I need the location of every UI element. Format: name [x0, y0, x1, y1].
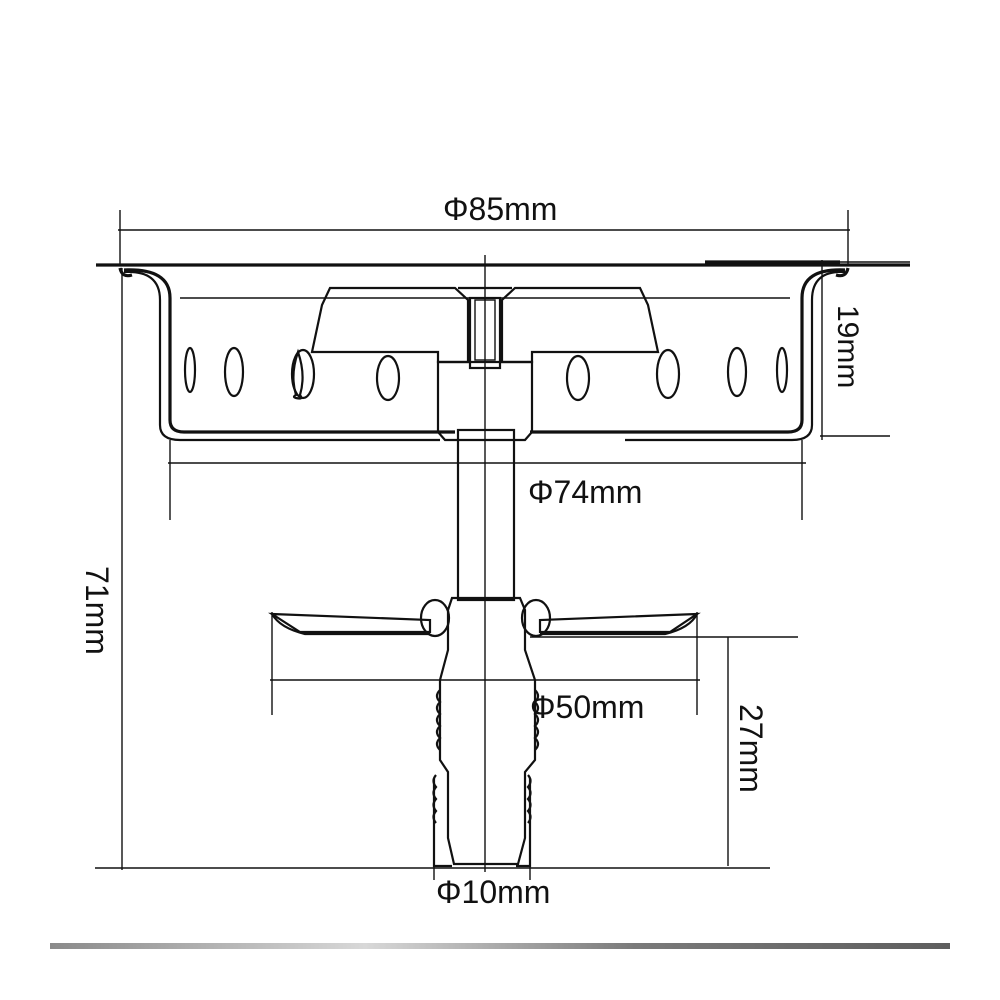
label-lower-height: 27mm — [733, 704, 769, 793]
central-stem — [432, 360, 540, 868]
dimension-lines — [95, 210, 910, 880]
basket-slots — [183, 346, 789, 402]
dimension-labels: Φ85mm 19mm Φ74mm 71mm Φ50mm 27mm Φ10mm — [79, 191, 864, 910]
label-overall-diameter: Φ85mm — [443, 191, 557, 227]
label-lower-disc-diameter: Φ50mm — [530, 689, 644, 725]
label-basket-height: 19mm — [831, 305, 864, 388]
bottom-divider-bar — [50, 943, 950, 949]
label-basket-diameter: Φ74mm — [528, 474, 642, 510]
lower-disc — [268, 598, 701, 638]
label-stem-diameter: Φ10mm — [436, 874, 550, 910]
label-total-height: 71mm — [79, 566, 115, 655]
